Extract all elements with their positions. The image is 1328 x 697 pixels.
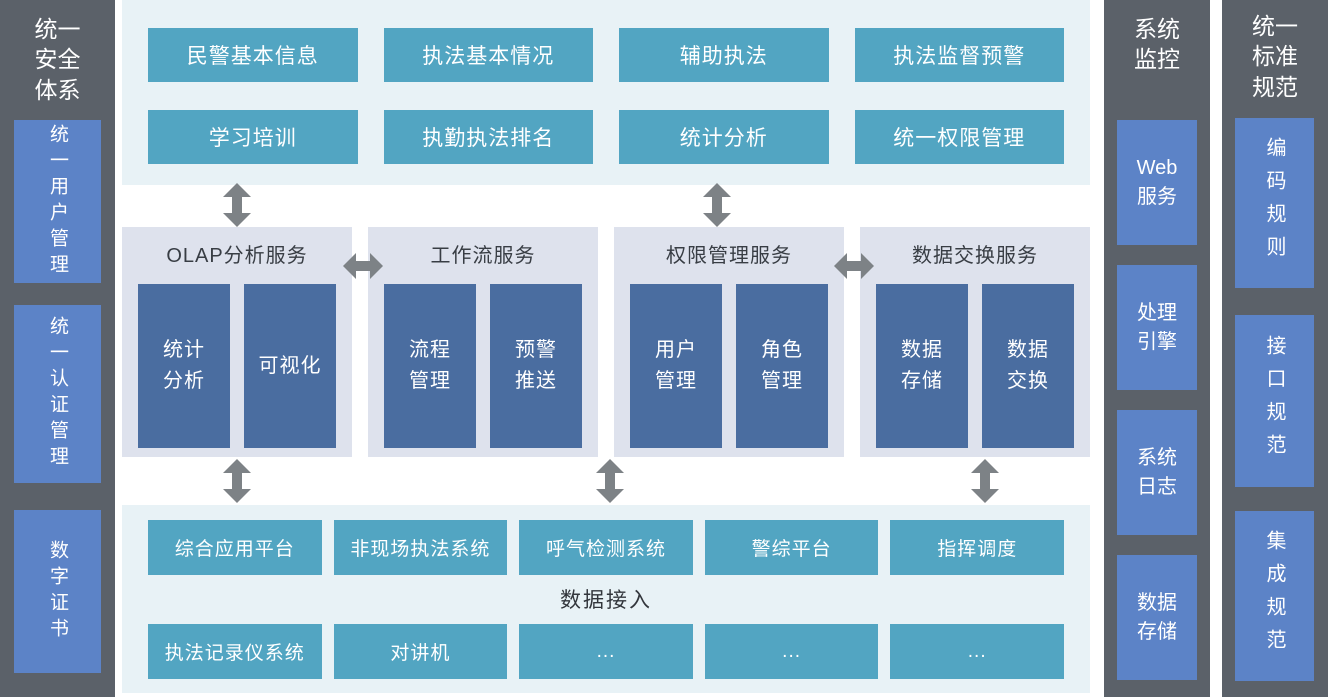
node-label-line: 存储 [1137, 620, 1177, 643]
component-label-line: 数据 [1007, 339, 1049, 361]
component-label-line: 用户 [655, 339, 697, 361]
service-group-title: 工作流服务 [430, 245, 536, 267]
system-police-comprehensive-platform: 警综平台 [704, 520, 879, 575]
component-label-line: 数据 [901, 339, 943, 361]
component-data-storage: 数据 存储 [876, 284, 968, 448]
module-police-basic-info: 民警基本信息 [148, 28, 358, 82]
component-label-line: 可视化 [258, 354, 322, 377]
node-label: 数字证书 [47, 539, 68, 644]
node-label-line: 日志 [1137, 475, 1177, 498]
component-label-line: 流程 [409, 339, 451, 361]
security-system-sidebar: 统一安全体系 统一用户管理 统一认证管理 数字证书 [0, 0, 115, 697]
application-modules-grid: 民警基本信息 执法基本情况 辅助执法 执法监督预警 学习培训 执勤执法排名 统计… [122, 0, 1090, 164]
module-unified-permission-management: 统一权限管理 [854, 110, 1064, 164]
component-label-line: 存储 [901, 370, 943, 392]
data-access-section: 综合应用平台 非现场执法系统 呼气检测系统 警综平台 指挥调度 数据接入 执法记… [122, 505, 1090, 693]
node-data-storage: 数据 存储 [1117, 555, 1197, 680]
updown-arrow-icon [970, 459, 1000, 503]
component-data-exchange: 数据 交换 [982, 284, 1074, 448]
module-learning-training: 学习培训 [148, 110, 358, 164]
component-label-line: 管理 [655, 370, 697, 392]
updown-arrow-icon [595, 459, 625, 503]
node-label: 编码规则 [1263, 137, 1285, 269]
component-label-line: 预警 [515, 339, 557, 361]
node-label: 接口规范 [1263, 335, 1285, 467]
service-layer-section: OLAP分析服务 统计 分析 可视化 工作流服务 流程 管理 [122, 227, 1090, 457]
data-access-label: 数据接入 [560, 589, 652, 612]
service-group-data-exchange: 数据交换服务 数据 存储 数据 交换 [860, 227, 1090, 457]
security-sidebar-title: 统一安全体系 [34, 16, 81, 103]
component-label-line: 推送 [515, 370, 557, 392]
module-enforcement-basic-status: 执法基本情况 [383, 28, 593, 82]
module-statistics-analysis: 统计分析 [619, 110, 829, 164]
component-label-line: 管理 [761, 370, 803, 392]
component-label-line: 交换 [1007, 370, 1049, 392]
node-label: 集成规范 [1263, 530, 1285, 662]
system-breath-test: 呼气检测系统 [519, 520, 693, 575]
service-group-olap: OLAP分析服务 统计 分析 可视化 [122, 227, 352, 457]
leftright-arrow-icon [834, 252, 874, 280]
node-unified-user-management: 统一用户管理 [14, 120, 101, 283]
service-group-title: 数据交换服务 [912, 245, 1038, 267]
node-label: 统一用户管理 [47, 123, 68, 280]
system-walkie-talkie: 对讲机 [333, 624, 508, 679]
service-group-items: 统计 分析 可视化 [122, 284, 352, 448]
node-label-line: 处理 [1137, 301, 1177, 324]
system-ellipsis-2: ... [704, 624, 879, 679]
access-systems-row2: 执法记录仪系统 对讲机 ... ... ... [122, 624, 1090, 679]
node-label-line: 服务 [1137, 185, 1177, 208]
module-supervision-early-warning: 执法监督预警 [854, 28, 1064, 82]
node-label-line: 数据 [1137, 591, 1177, 614]
standards-sidebar-title: 统一标准规范 [1252, 13, 1298, 100]
node-unified-auth-management: 统一认证管理 [14, 305, 101, 483]
module-duty-enforcement-ranking: 执勤执法排名 [383, 110, 593, 164]
component-role-management: 角色 管理 [736, 284, 828, 448]
component-label-line: 角色 [761, 339, 803, 361]
leftright-arrow-icon [343, 252, 383, 280]
component-process-management: 流程 管理 [384, 284, 476, 448]
node-interface-spec: 接口规范 [1235, 315, 1314, 487]
service-group-workflow: 工作流服务 流程 管理 预警 推送 [368, 227, 598, 457]
service-group-permission: 权限管理服务 用户 管理 角色 管理 [614, 227, 844, 457]
system-body-camera: 执法记录仪系统 [148, 624, 322, 679]
system-offsite-enforcement: 非现场执法系统 [333, 520, 508, 575]
service-group-title: OLAP分析服务 [166, 245, 308, 267]
node-label-line: 系统 [1137, 446, 1177, 469]
node-processing-engine: 处理 引擎 [1117, 265, 1197, 390]
system-monitor-sidebar: 系统监控 Web 服务 处理 引擎 系统 日志 数据 存储 [1104, 0, 1210, 697]
application-modules-section: 民警基本信息 执法基本情况 辅助执法 执法监督预警 学习培训 执勤执法排名 统计… [122, 0, 1090, 185]
standards-sidebar: 统一标准规范 编码规则 接口规范 集成规范 [1222, 0, 1328, 697]
node-coding-rules: 编码规则 [1235, 118, 1314, 288]
node-web-service: Web 服务 [1117, 120, 1197, 245]
system-ellipsis-1: ... [519, 624, 693, 679]
system-ellipsis-3: ... [890, 624, 1064, 679]
updown-arrow-icon [702, 183, 732, 227]
access-systems-row1: 综合应用平台 非现场执法系统 呼气检测系统 警综平台 指挥调度 [122, 505, 1090, 575]
system-command-dispatch: 指挥调度 [890, 520, 1064, 575]
component-label-line: 管理 [409, 370, 451, 392]
component-user-management: 用户 管理 [630, 284, 722, 448]
updown-arrow-icon [222, 183, 252, 227]
service-group-items: 流程 管理 预警 推送 [368, 284, 598, 448]
node-digital-certificate: 数字证书 [14, 510, 101, 673]
component-warning-push: 预警 推送 [490, 284, 582, 448]
node-label: 统一认证管理 [47, 316, 68, 472]
service-group-items: 数据 存储 数据 交换 [860, 284, 1090, 448]
node-label-line: Web [1136, 156, 1178, 179]
component-statistics-analysis: 统计 分析 [138, 284, 230, 448]
component-label-line: 分析 [163, 370, 205, 392]
component-label-line: 统计 [163, 339, 205, 361]
node-system-log: 系统 日志 [1117, 410, 1197, 535]
system-integrated-application-platform: 综合应用平台 [148, 520, 322, 575]
node-label-line: 引擎 [1137, 330, 1177, 353]
component-visualization: 可视化 [244, 284, 336, 448]
updown-arrow-icon [222, 459, 252, 503]
node-integration-spec: 集成规范 [1235, 511, 1314, 681]
monitor-sidebar-title: 系统监控 [1134, 16, 1180, 73]
service-group-title: 权限管理服务 [666, 245, 792, 267]
service-group-items: 用户 管理 角色 管理 [614, 284, 844, 448]
module-auxiliary-enforcement: 辅助执法 [619, 28, 829, 82]
